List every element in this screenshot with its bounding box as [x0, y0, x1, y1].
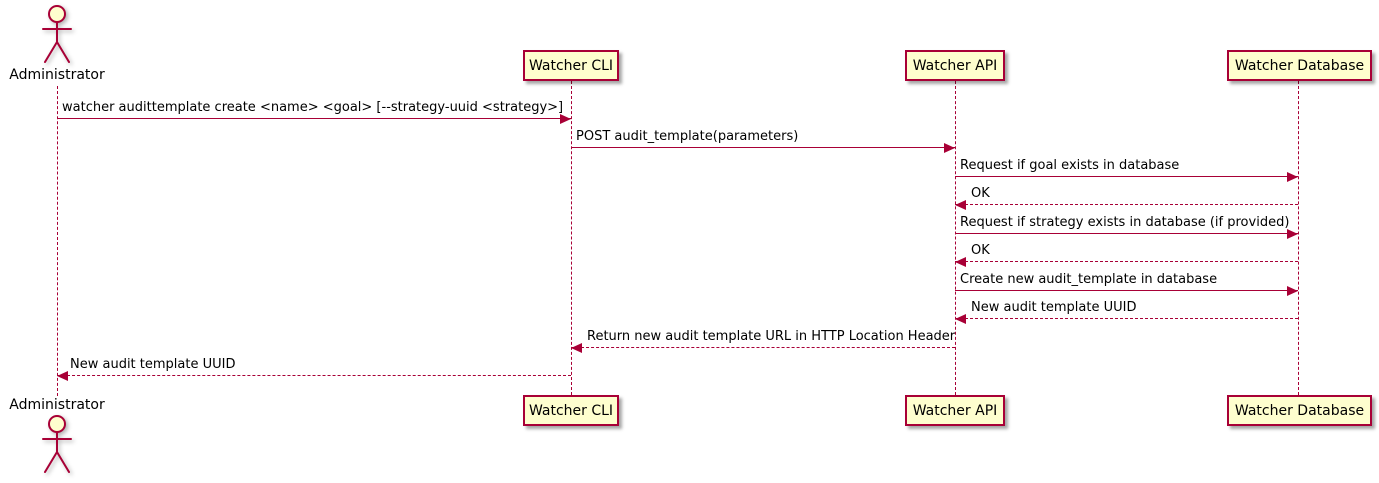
- message-label: Create new audit_template in database: [960, 272, 1218, 287]
- message-return-arrow: [955, 257, 1298, 267]
- actor-label-top: Administrator: [9, 67, 105, 83]
- message-arrow: [955, 286, 1298, 296]
- message-arrow: [955, 229, 1298, 239]
- message-label: OK: [971, 186, 990, 201]
- message-label: Request if goal exists in database: [960, 158, 1180, 173]
- message-label: POST audit_template(parameters): [576, 129, 799, 144]
- message-return-arrow: [955, 314, 1298, 324]
- message-1: watcher audittemplate create <name> <goa…: [57, 100, 571, 124]
- arrowhead-left-icon: [955, 314, 966, 324]
- actor-icon: [42, 415, 72, 473]
- arrowhead-left-icon: [955, 257, 966, 267]
- message-5: Request if strategy exists in database (…: [955, 215, 1298, 239]
- lifeline-watcher-api: [955, 81, 956, 395]
- message-label: New audit template UUID: [70, 357, 236, 372]
- message-return-arrow: [571, 343, 955, 353]
- message-label: OK: [971, 243, 990, 258]
- arrowhead-right-icon: [944, 143, 955, 153]
- message-return-arrow: [955, 200, 1298, 210]
- arrowhead-left-icon: [955, 200, 966, 210]
- arrowhead-right-icon: [1287, 172, 1298, 182]
- message-label: Request if strategy exists in database (…: [960, 215, 1290, 230]
- arrowhead-left-icon: [571, 343, 582, 353]
- message-6: OK: [955, 243, 1298, 267]
- message-label: Return new audit template URL in HTTP Lo…: [587, 329, 956, 344]
- lifeline-administrator: [57, 86, 58, 396]
- participant-watcher-api-bottom: Watcher API: [905, 395, 1005, 426]
- message-return-arrow: [57, 371, 571, 381]
- message-arrow: [571, 143, 955, 153]
- lifeline-watcher-database: [1298, 81, 1299, 395]
- arrowhead-right-icon: [1287, 229, 1298, 239]
- message-8: New audit template UUID: [955, 300, 1298, 324]
- arrowhead-left-icon: [57, 371, 68, 381]
- actor-label-bottom: Administrator: [9, 397, 105, 413]
- participant-watcher-api-top: Watcher API: [905, 50, 1005, 81]
- message-arrow: [955, 172, 1298, 182]
- message-4: OK: [955, 186, 1298, 210]
- message-label: watcher audittemplate create <name> <goa…: [62, 100, 564, 115]
- message-9: Return new audit template URL in HTTP Lo…: [571, 329, 956, 353]
- participant-watcher-database-bottom: Watcher Database: [1227, 395, 1372, 426]
- arrowhead-right-icon: [560, 114, 571, 124]
- message-7: Create new audit_template in database: [955, 272, 1298, 296]
- participant-watcher-cli-top: Watcher CLI: [523, 50, 619, 81]
- lifeline-watcher-cli: [571, 81, 572, 395]
- message-arrow: [57, 114, 571, 124]
- participant-watcher-cli-bottom: Watcher CLI: [523, 395, 619, 426]
- participant-watcher-database-top: Watcher Database: [1227, 50, 1372, 81]
- message-10: New audit template UUID: [57, 357, 571, 381]
- arrowhead-right-icon: [1287, 286, 1298, 296]
- message-3: Request if goal exists in database: [955, 158, 1298, 182]
- message-label: New audit template UUID: [971, 300, 1137, 315]
- actor-icon: [42, 5, 72, 63]
- message-2: POST audit_template(parameters): [571, 129, 955, 153]
